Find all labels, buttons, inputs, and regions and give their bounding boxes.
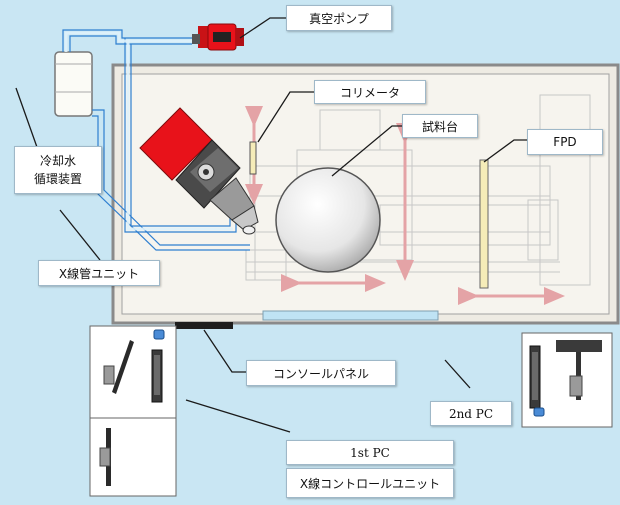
hose-highlights — [64, 31, 233, 231]
vacuum-pump — [192, 23, 244, 51]
collimator-slit — [249, 141, 257, 175]
label-chiller: 冷却水 循環装置 — [14, 146, 102, 194]
label-chiller-line2: 循環装置 — [33, 172, 82, 186]
pc2-station — [521, 332, 613, 428]
label-pc1: 1st PC — [286, 440, 454, 465]
label-console-panel: コンソールパネル — [246, 360, 396, 386]
label-xray-control-unit: X線コントロールユニット — [286, 468, 454, 498]
console-panel-bar — [175, 322, 233, 329]
label-chiller-line1: 冷却水 — [39, 154, 76, 168]
chiller-unit — [54, 51, 93, 117]
leader-lines — [15, 17, 530, 433]
label-collimator: コリメータ — [314, 80, 426, 104]
sample-stage-disc — [275, 167, 381, 273]
label-fpd: FPD — [527, 129, 603, 155]
xray-tube-unit — [139, 107, 259, 235]
fpd-detector — [479, 159, 489, 289]
viewing-window — [262, 310, 439, 321]
label-xray-tube-unit: X線管ユニット — [38, 260, 160, 286]
label-vacuum-pump: 真空ポンプ — [286, 5, 392, 31]
label-sample-stage: 試料台 — [402, 114, 478, 138]
pc1-station — [89, 325, 177, 497]
label-pc2: 2nd PC — [430, 401, 512, 426]
